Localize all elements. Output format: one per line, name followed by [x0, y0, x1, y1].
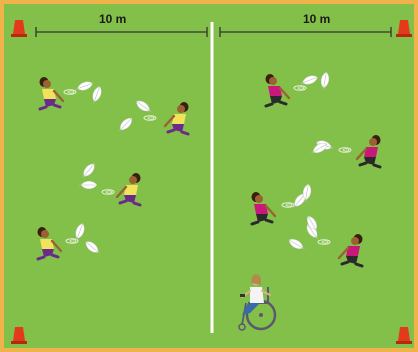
grass	[4, 4, 414, 348]
left-distance-label: 10 m	[96, 12, 129, 26]
right-distance-label: 10 m	[300, 12, 333, 26]
